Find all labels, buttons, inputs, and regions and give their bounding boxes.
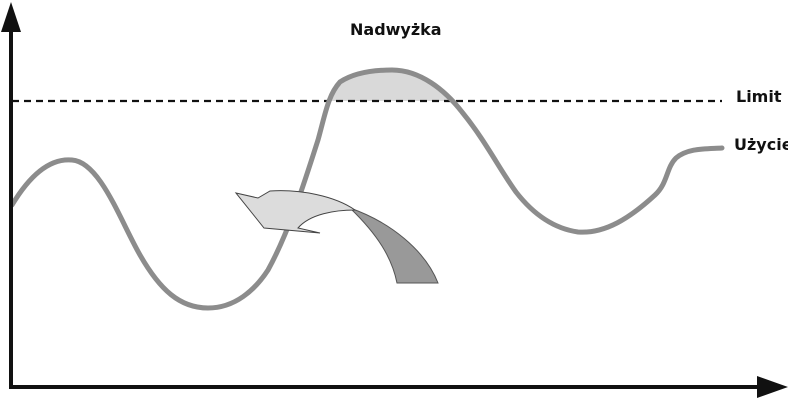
surplus-label: Nadwyżka	[350, 20, 442, 39]
y-axis-arrowhead	[1, 2, 21, 32]
limit-label: Limit	[736, 87, 782, 106]
x-axis-arrowhead	[757, 376, 788, 398]
usage-curve	[9, 67, 725, 311]
usage-label: Użycie	[734, 135, 788, 154]
shift-arrow-tail	[349, 207, 439, 284]
curved-arrow-left-icon	[234, 190, 357, 234]
